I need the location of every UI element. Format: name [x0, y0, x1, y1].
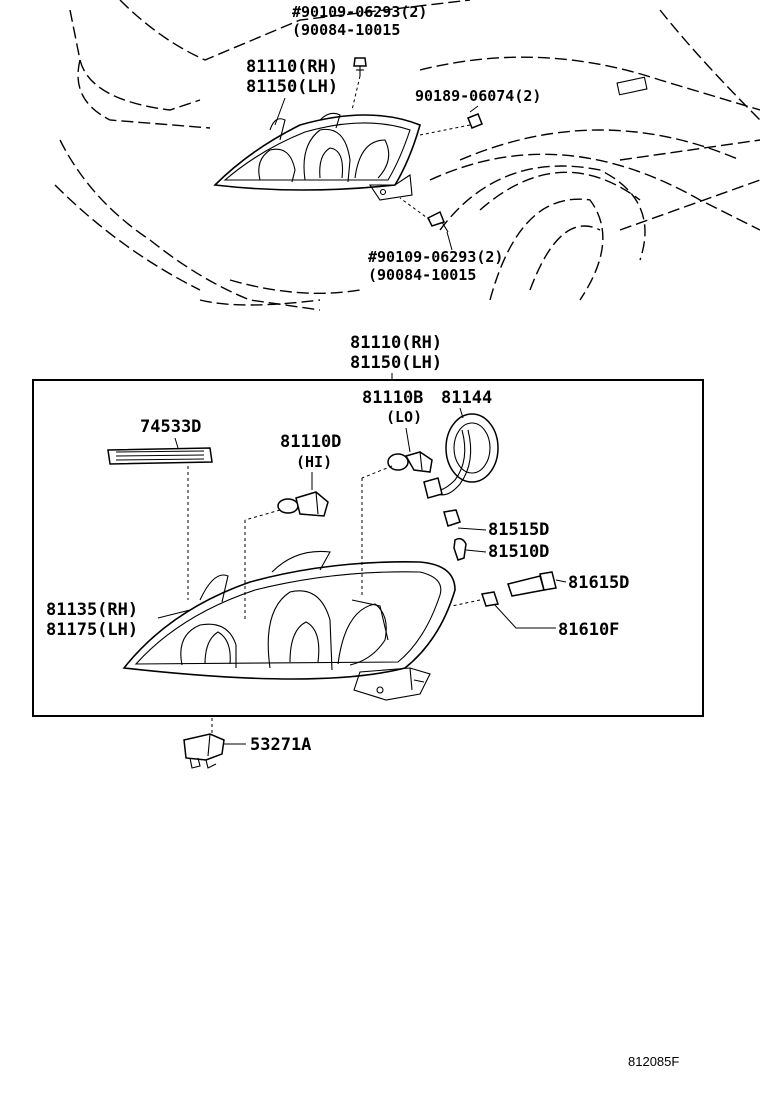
label-top-assy-lh: 81150(LH) — [246, 77, 338, 97]
vehicle-outline — [54, 0, 760, 311]
label-unit-lh: 81175(LH) — [46, 620, 138, 640]
side-bulb-icon — [481, 591, 499, 607]
side-socket-icon — [507, 571, 557, 597]
small-bulb-icon — [453, 537, 467, 561]
label-top-clip-2: 90189-06074(2) — [415, 87, 541, 105]
label-lo-bulb: 81110B — [362, 388, 423, 408]
hi-bulb-icon — [277, 491, 329, 517]
headlamp-assembly-icon — [213, 112, 421, 201]
label-socket-81515D: 81515D — [488, 520, 549, 540]
bracket-icon — [183, 733, 225, 769]
label-bulb-81610F: 81610F — [558, 620, 619, 640]
exploded-view-frame — [32, 379, 704, 717]
figure-code: 812085F — [628, 1054, 679, 1069]
side-marker-icon — [616, 76, 648, 96]
label-box-assy-lh: 81150(LH) — [350, 353, 442, 373]
label-socket-81615D: 81615D — [568, 573, 629, 593]
label-top-clip-1: #90109-06293(2) — [292, 3, 427, 21]
label-socket-81144: 81144 — [441, 388, 492, 408]
label-lo-bulb-type: (LO) — [386, 408, 422, 426]
screw-icon — [353, 57, 367, 76]
lamp-unit-icon — [122, 550, 456, 701]
label-box-assy-rh: 81110(RH) — [350, 333, 442, 353]
label-unit-rh: 81135(RH) — [46, 600, 138, 620]
label-top-clip-1-alt: (90084-10015 — [292, 21, 400, 39]
clip-icon — [467, 113, 483, 129]
label-bracket: 53271A — [250, 735, 311, 755]
label-reflector: 74533D — [140, 417, 201, 437]
screw-icon — [426, 210, 449, 233]
socket-harness-icon — [423, 413, 499, 527]
label-hi-bulb: 81110D — [280, 432, 341, 452]
reflector-strip-icon — [107, 447, 213, 465]
label-bottom-clip-alt: (90084-10015 — [368, 266, 476, 284]
label-bulb-81510D: 81510D — [488, 542, 549, 562]
label-top-assy-rh: 81110(RH) — [246, 57, 338, 77]
label-bottom-clip: #90109-06293(2) — [368, 248, 503, 266]
label-hi-bulb-type: (HI) — [296, 453, 332, 471]
lo-bulb-icon — [387, 451, 433, 473]
